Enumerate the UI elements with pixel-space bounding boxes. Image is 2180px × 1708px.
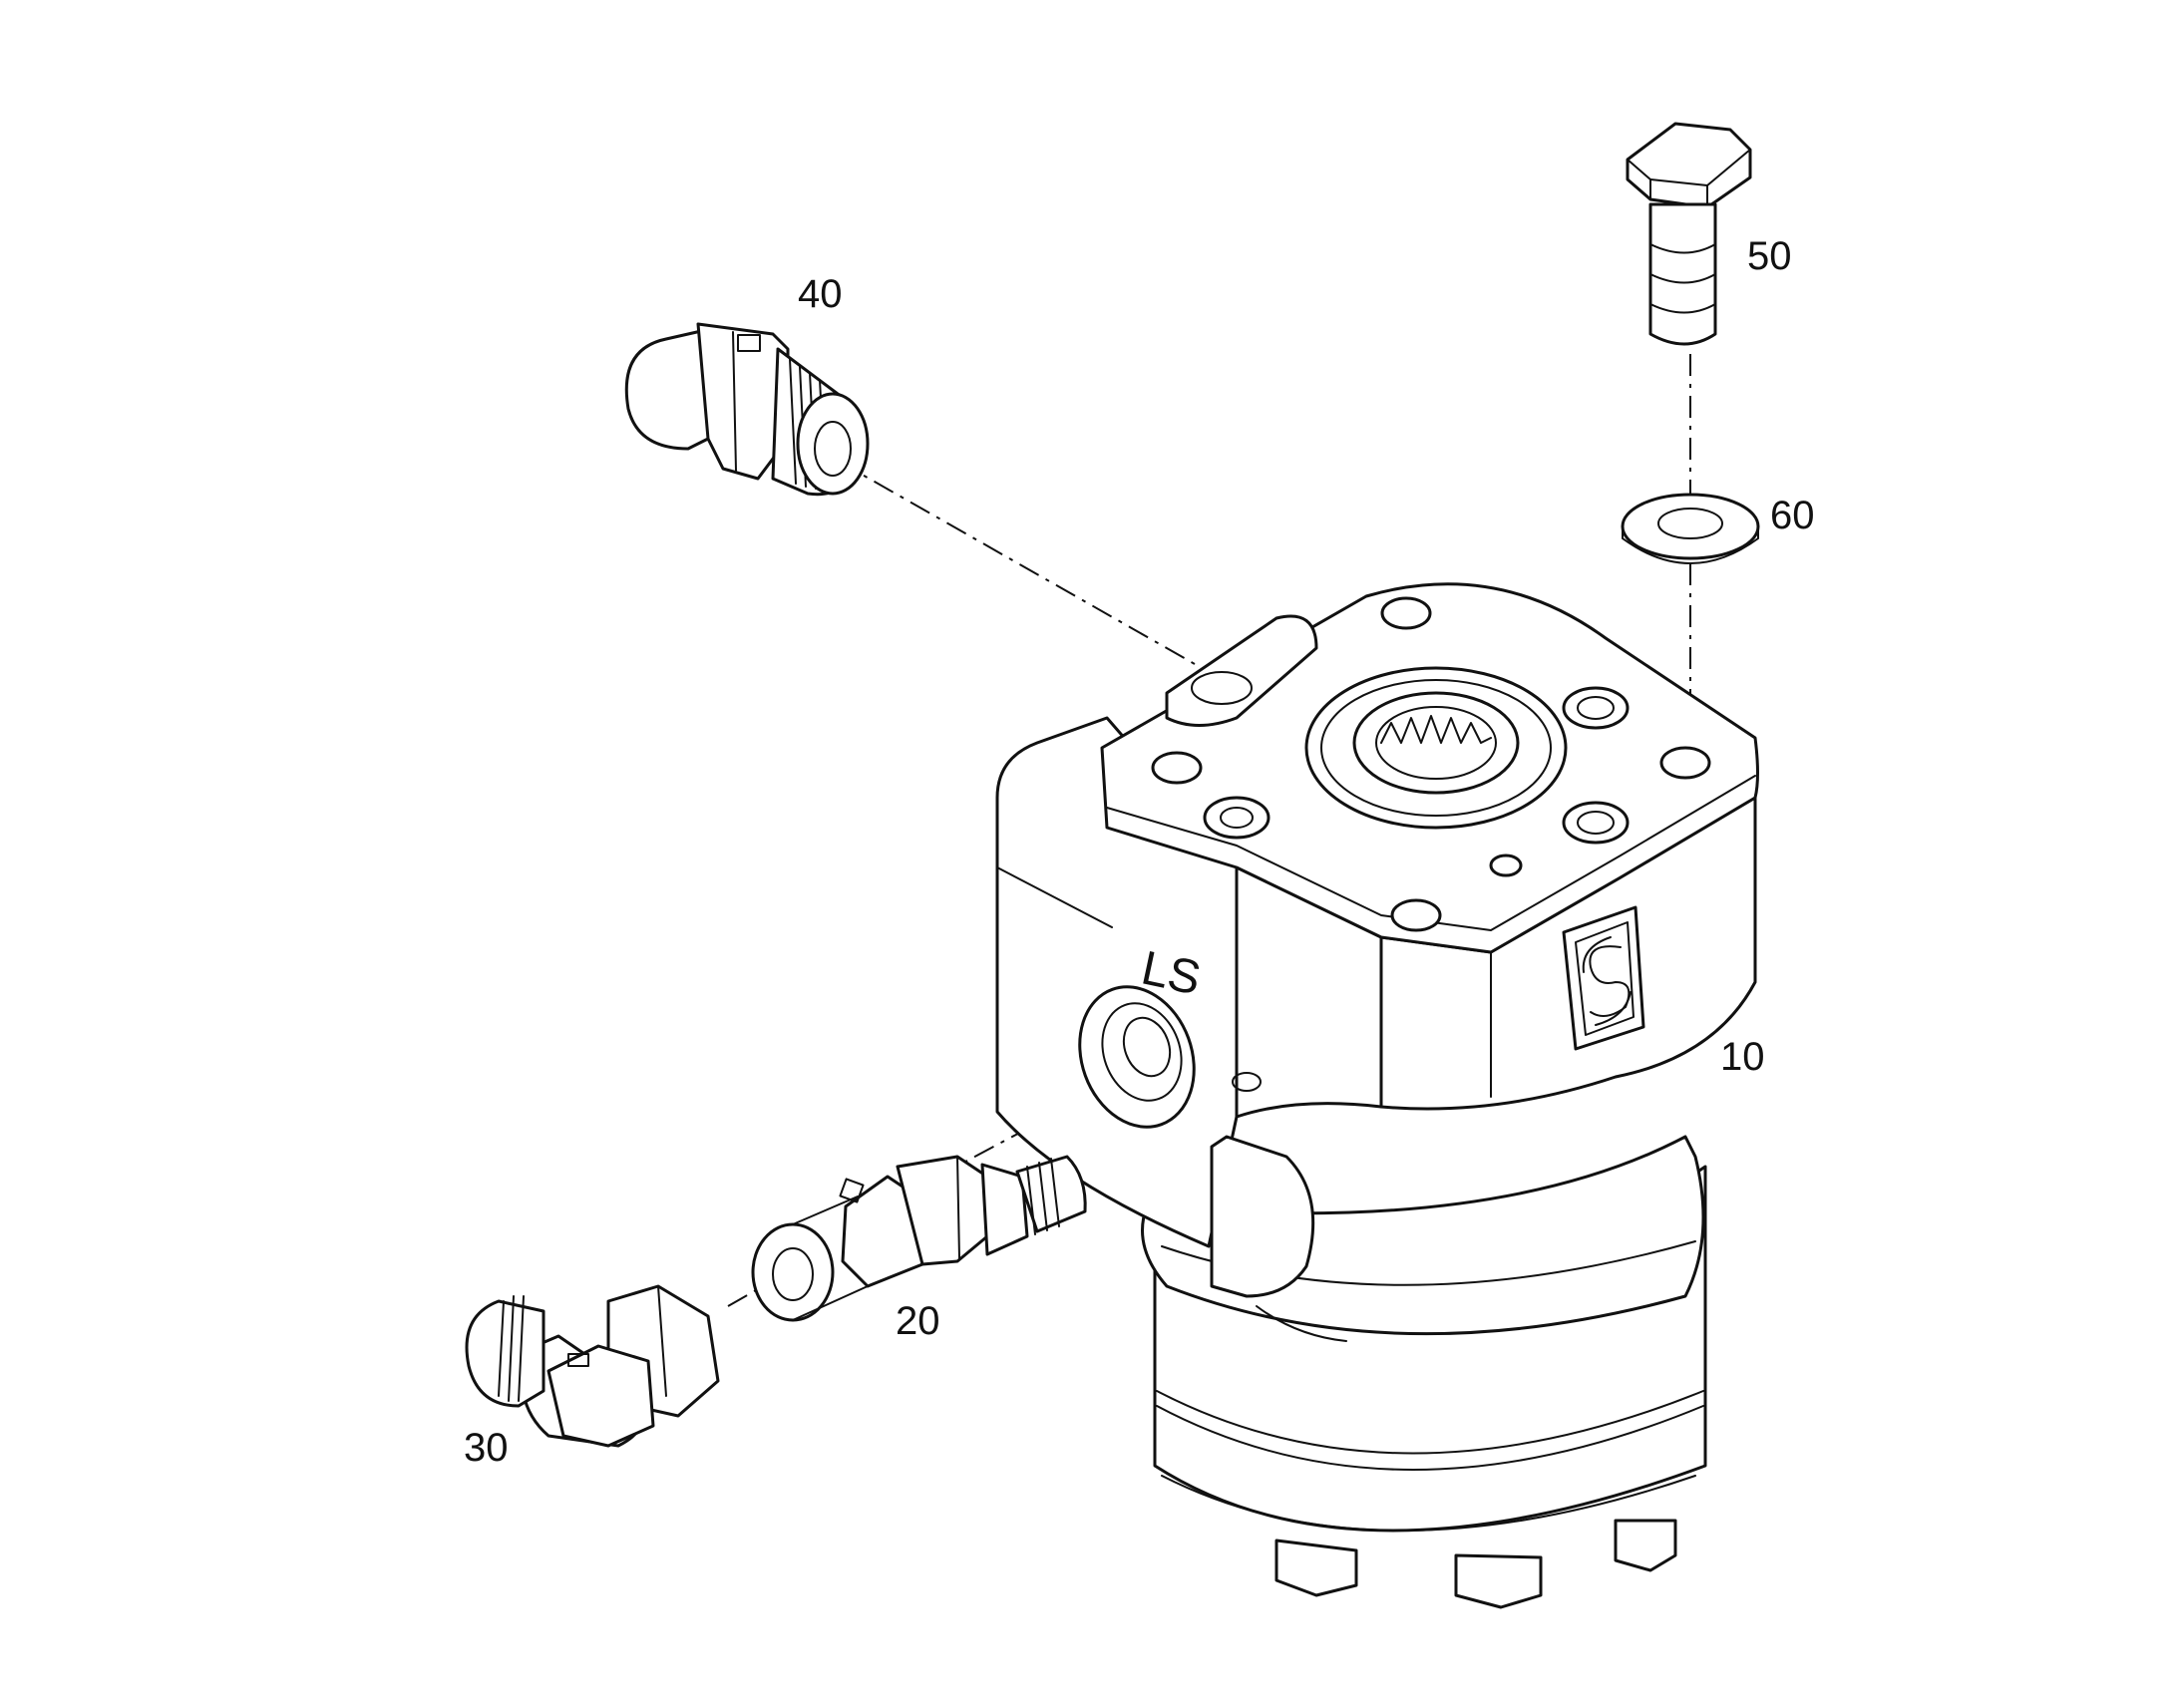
flange-hole-3 (1659, 746, 1711, 780)
callout-30: 30 (464, 1426, 509, 1470)
bottom-bolt-head-1 (1274, 1538, 1358, 1597)
callouts: 40 50 60 10 20 30 (464, 234, 1815, 1470)
callout-60: 60 (1770, 494, 1815, 537)
spline-teeth (1380, 715, 1492, 744)
flange-hole-5 (1489, 854, 1523, 877)
rear-port-boss (1165, 614, 1318, 727)
centerline-part-40 (837, 460, 1203, 669)
callout-40: 40 (798, 272, 843, 316)
centerline-part-30 (727, 1265, 799, 1307)
callout-50: 50 (1747, 234, 1792, 278)
socket-screw-2 (1562, 686, 1630, 730)
bottom-bolt-head-2 (1454, 1553, 1543, 1609)
bottom-bolt-head-3 (1614, 1519, 1677, 1572)
shaft-opening (1352, 691, 1520, 795)
hex-bolt-part-50 (1626, 122, 1752, 346)
steering-unit-body: LS (995, 582, 1759, 1609)
callout-10: 10 (1720, 1035, 1765, 1079)
ls-port-boss (1078, 985, 1196, 1129)
washer-part-60 (1621, 493, 1760, 564)
side-cover-pad (1210, 1135, 1315, 1298)
flange-hole-4 (1390, 898, 1442, 932)
flange-hole-1 (1151, 751, 1203, 785)
ls-port-marking: LS (1137, 941, 1205, 1005)
fitting-part-40 (624, 322, 870, 497)
callout-20: 20 (896, 1299, 940, 1343)
manufacturer-logo-icon (1562, 905, 1645, 1051)
socket-screw-3 (1562, 801, 1630, 845)
adapter-fitting-part-20 (751, 1155, 1087, 1322)
flange-hole-2 (1380, 596, 1432, 630)
socket-screw-1 (1203, 796, 1271, 840)
elbow-fitting-part-30 (465, 1284, 720, 1448)
